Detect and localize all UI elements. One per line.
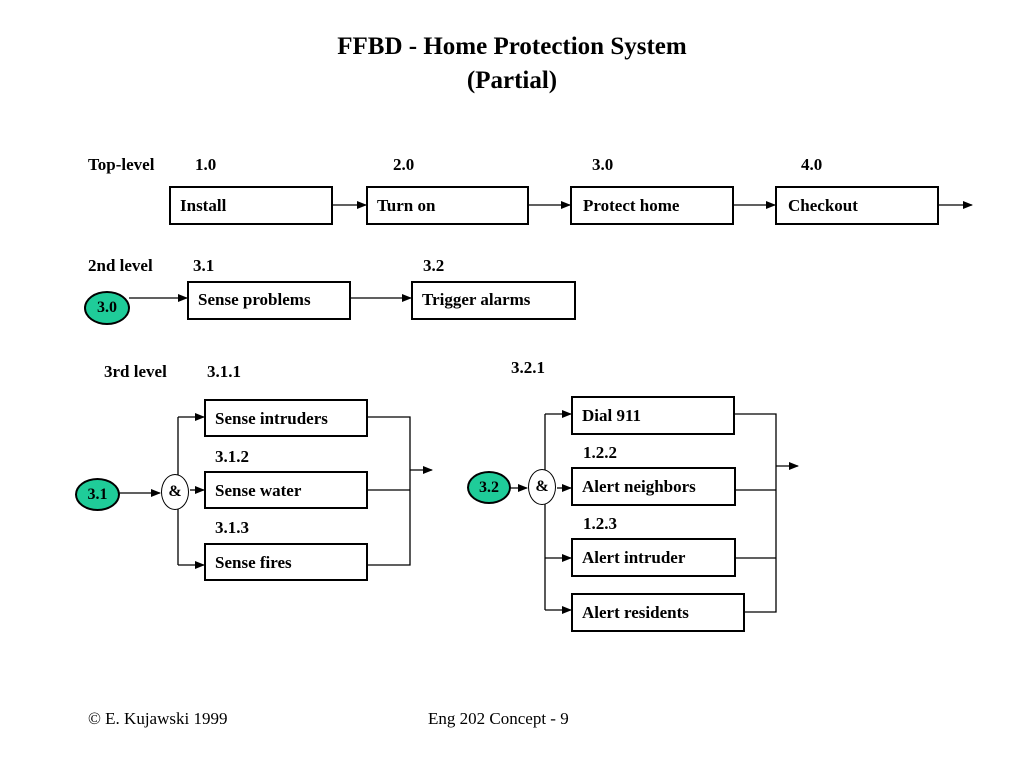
function-name-install: Install [180,196,227,215]
and-junction-left: & [161,474,189,510]
function-name-checkout: Checkout [788,196,858,215]
reference-node-3-0: 3.0 [84,291,130,325]
function-box-sense-intruders: Sense intruders [204,399,368,437]
function-id-3-1: 3.1 [193,256,215,275]
function-name-sense-intruders: Sense intruders [215,409,328,428]
footer-copyright: © E. Kujawski 1999 [88,709,228,728]
function-box-turn-on: Turn on [366,186,529,225]
function-id-3-1-3: 3.1.3 [215,518,249,537]
function-id-2-0: 2.0 [393,155,415,174]
function-id-1-2-2: 1.2.2 [583,443,617,462]
function-id-4-0: 4.0 [801,155,823,174]
function-name-sense-water: Sense water [215,481,302,500]
function-id-1-2-3: 1.2.3 [583,514,617,533]
and-junction-right: & [528,469,556,505]
top-level-label: Top-level [88,155,155,174]
title-line-2: (Partial) [466,67,558,94]
function-id-3-2-1: 3.2.1 [511,358,545,377]
reference-node-3-1: 3.1 [75,478,120,511]
reference-node-3-1-label: 3.1 [87,485,108,503]
function-box-sense-fires: Sense fires [204,543,368,581]
function-box-alert-neighbors: Alert neighbors [571,467,736,506]
function-id-1-0: 1.0 [195,155,217,174]
title-line-1: FFBD - Home Protection System [337,33,687,60]
function-id-3-1-2: 3.1.2 [215,447,249,466]
function-box-sense-problems: Sense problems [187,281,351,320]
function-name-sense-problems: Sense problems [198,290,311,309]
function-name-sense-fires: Sense fires [215,553,292,572]
function-name-dial-911: Dial 911 [582,406,642,425]
and-junction-left-label: & [168,483,182,500]
function-id-3-2: 3.2 [423,256,445,275]
function-box-sense-water: Sense water [204,471,368,509]
reference-node-3-2: 3.2 [467,471,511,504]
function-name-turn-on: Turn on [377,196,436,215]
function-name-alert-neighbors: Alert neighbors [582,477,696,496]
function-box-install: Install [169,186,333,225]
function-name-alert-residents: Alert residents [582,603,689,622]
function-id-3-0: 3.0 [592,155,614,174]
function-box-trigger-alarms: Trigger alarms [411,281,576,320]
reference-node-3-0-label: 3.0 [97,299,117,316]
function-box-checkout: Checkout [775,186,939,225]
function-box-alert-residents: Alert residents [571,593,745,632]
slide-title: FFBD - Home Protection System (Partial) [0,30,1024,98]
second-level-label: 2nd level [88,256,153,275]
third-level-label: 3rd level [104,362,167,381]
function-name-trigger-alarms: Trigger alarms [422,290,531,309]
function-name-alert-intruder: Alert intruder [582,548,686,567]
footer-course-page: Eng 202 Concept - 9 [428,709,569,728]
and-junction-right-label: & [535,478,549,495]
function-name-protect-home: Protect home [583,196,680,215]
function-id-3-1-1: 3.1.1 [207,362,241,381]
function-box-protect-home: Protect home [570,186,734,225]
merge-line-right [735,413,777,613]
reference-node-3-2-label: 3.2 [479,478,499,496]
function-box-dial-911: Dial 911 [571,396,735,435]
function-box-alert-intruder: Alert intruder [571,538,736,577]
merge-line-left [368,416,411,566]
